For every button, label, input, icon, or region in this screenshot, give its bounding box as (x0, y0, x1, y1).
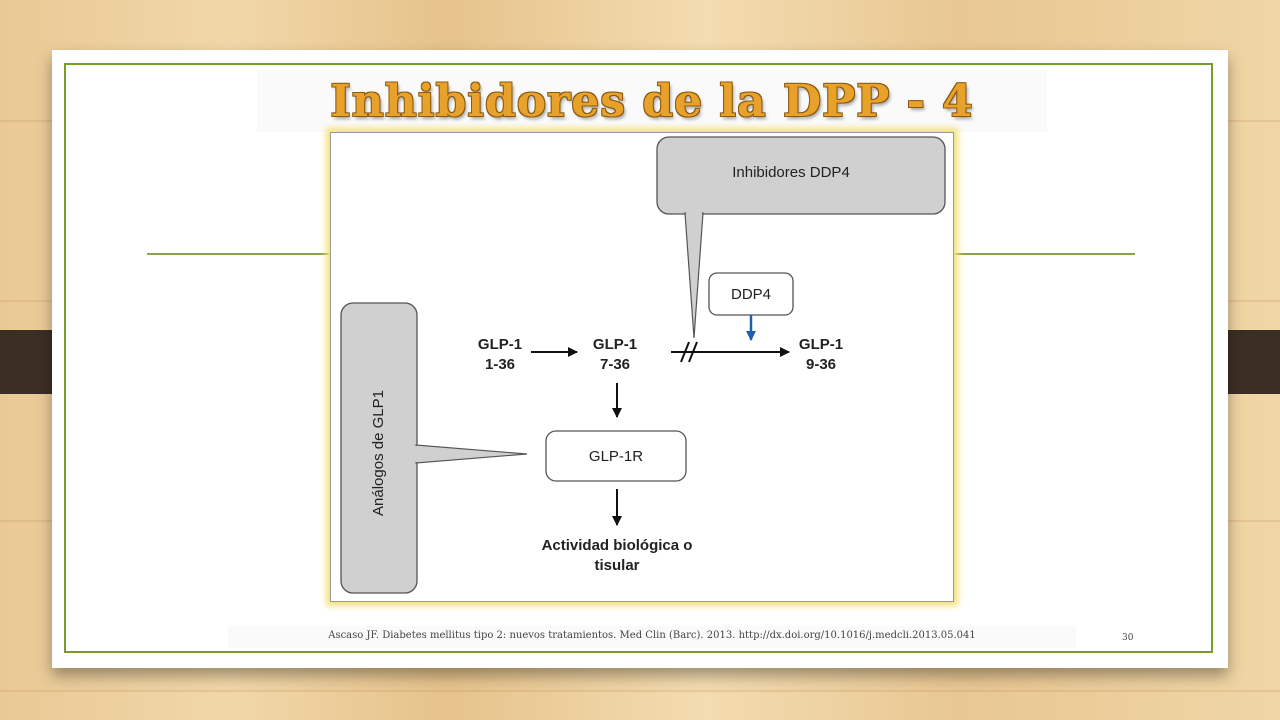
glp1-inactive-line2: 9-36 (806, 356, 836, 373)
wood-streak (0, 690, 1280, 692)
page-number: 30 (1122, 633, 1134, 643)
slide: Inhibidores de la DPP - 4 Inhibidores DD… (52, 50, 1228, 668)
block-mark-2 (688, 341, 698, 363)
glp1-inactive-line1: GLP-1 (799, 336, 843, 353)
analogs-callout-label: Análogos de GLP1 (370, 390, 387, 516)
block-mark-1 (680, 341, 690, 363)
ddp4-node: DDP4 (708, 272, 794, 316)
glp1-active-line1: GLP-1 (593, 336, 637, 353)
inhibitors-callout-label: Inhibidores DDP4 (732, 164, 850, 181)
divider-left (147, 253, 329, 255)
outcome-line2: tisular (594, 557, 639, 574)
ddp4-label: DDP4 (731, 286, 771, 303)
glp1-full-line1: GLP-1 (478, 336, 522, 353)
outcome-line1: Actividad biológica o (542, 537, 693, 554)
glp1-active-line2: 7-36 (600, 356, 630, 373)
receptor-node: GLP-1R (545, 430, 687, 482)
title-band (257, 70, 1047, 132)
citation: Ascaso JF. Diabetes mellitus tipo 2: nue… (328, 630, 976, 641)
glp1-full-line2: 1-36 (485, 356, 515, 373)
slide-frame (64, 63, 1213, 653)
receptor-label: GLP-1R (589, 448, 643, 465)
divider-right (952, 253, 1135, 255)
inhibitors-callout: Inhibidores DDP4 (656, 136, 946, 339)
citation-band (228, 626, 1076, 648)
analogs-callout: Análogos de GLP1 (340, 302, 528, 594)
slide-title: Inhibidores de la DPP - 4 (330, 75, 974, 127)
diagram-figure: Inhibidores DDP4 Análogos de GLP1 DDP4 G… (330, 132, 954, 602)
